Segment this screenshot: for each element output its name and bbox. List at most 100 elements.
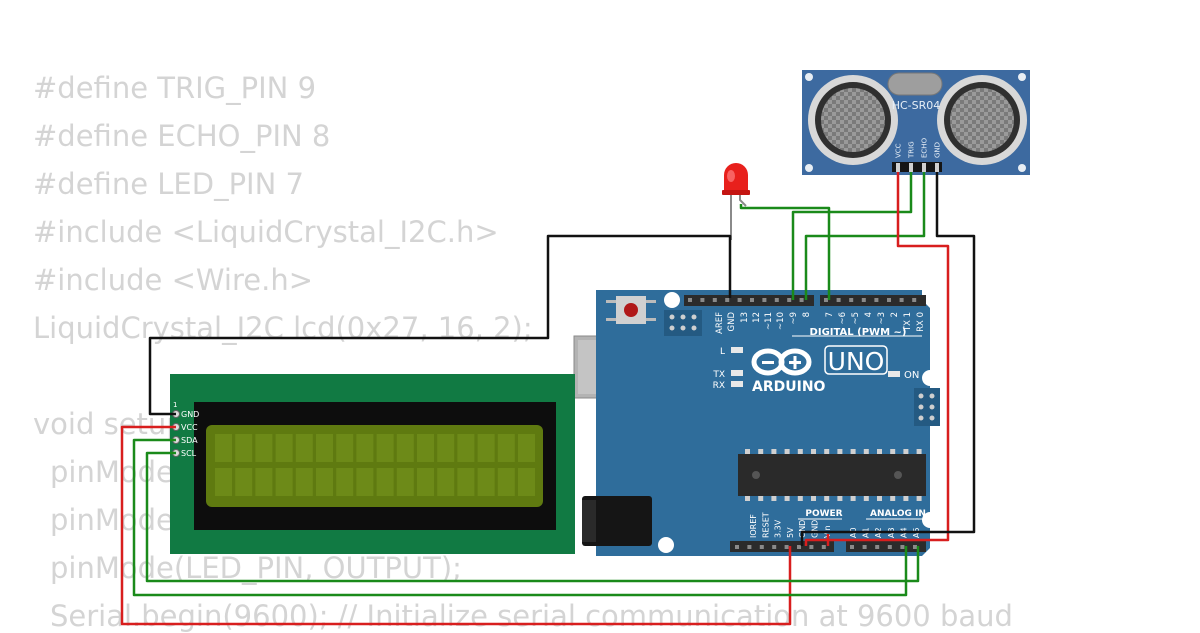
digital-pin-label: RX 0 <box>916 312 926 332</box>
chip-pin <box>863 449 869 455</box>
chip-pin <box>797 495 803 501</box>
sensor-pin[interactable] <box>922 163 926 172</box>
sensor-pin-header <box>892 162 942 172</box>
chip-pin <box>850 449 856 455</box>
lcd-char-cell <box>316 434 333 462</box>
header-pin-hole[interactable] <box>836 298 841 302</box>
digital-pin-label: GND <box>727 312 737 332</box>
header-pin-hole[interactable] <box>913 545 917 549</box>
wire-echo <box>804 172 926 300</box>
led-tx <box>731 370 743 376</box>
wire-sensor-gnd <box>800 172 976 546</box>
wire-trig <box>791 172 913 300</box>
header-pin-hole[interactable] <box>912 298 917 302</box>
header-pin-hole[interactable] <box>887 545 892 549</box>
lcd-char-cell <box>275 468 293 496</box>
header-pin-hole[interactable] <box>759 545 764 549</box>
arduino-brand: ARDUINO <box>752 379 826 395</box>
wire-lcd-scl <box>145 451 920 583</box>
code-line: Serial.begin(9600); // Initialize serial… <box>50 599 1013 633</box>
lcd-char-cell <box>255 434 273 462</box>
header-pin-hole[interactable] <box>787 298 792 302</box>
header-pin-hole[interactable] <box>797 545 801 549</box>
mount-hole <box>658 537 674 553</box>
header-pin-hole[interactable] <box>688 298 692 302</box>
sensor-pin-label: VCC <box>895 143 903 158</box>
header-pin-hole[interactable] <box>849 298 854 302</box>
digital-pin-label: 2 <box>890 312 900 317</box>
lcd-char-cell <box>235 468 253 496</box>
header-pin-hole[interactable] <box>887 298 891 302</box>
chip-pin <box>758 495 764 501</box>
header-pin-hole[interactable] <box>899 298 904 302</box>
lcd-char-cell <box>295 468 313 496</box>
header-pin-hole[interactable] <box>875 545 880 549</box>
lcd-char-cell <box>437 434 455 462</box>
mount-hole <box>664 292 680 308</box>
header-pin-hole[interactable] <box>850 545 854 549</box>
lcd-char-cell <box>336 434 354 462</box>
sensor-pin[interactable] <box>909 163 913 172</box>
lcd-char-cell <box>396 434 414 462</box>
chip-pin <box>850 495 856 501</box>
transducer-left-icon <box>808 75 898 165</box>
lcd-char-cell <box>457 434 475 462</box>
power-header-label: POWER <box>805 509 842 519</box>
header-pin-hole[interactable] <box>725 298 730 302</box>
header-pin-hole[interactable] <box>737 298 742 302</box>
on-led <box>888 371 900 377</box>
header-pin-hole[interactable] <box>750 298 754 302</box>
chip-pin <box>877 495 882 501</box>
digital-pin-label: TX 1 <box>903 312 913 332</box>
sensor-pin[interactable] <box>896 163 900 172</box>
header-pin-hole[interactable] <box>809 545 814 549</box>
chip-pin <box>890 449 896 455</box>
chip-pin <box>863 495 869 501</box>
header-pin-hole[interactable] <box>784 545 789 549</box>
lcd-char-cell <box>518 468 535 496</box>
header-pin-hole[interactable] <box>735 545 739 549</box>
chip-pin <box>811 449 816 455</box>
header-pin-hole[interactable] <box>900 545 905 549</box>
lcd-char-cell <box>275 434 293 462</box>
digital-header-label: DIGITAL (PWM ~) <box>810 327 907 338</box>
led-l <box>731 347 743 353</box>
mount-hole <box>922 370 938 386</box>
lcd-char-cell <box>316 468 333 496</box>
chip-pin <box>758 449 764 455</box>
lcd-char-cell <box>477 434 495 462</box>
header-pin-hole[interactable] <box>762 298 767 302</box>
header-pin-hole[interactable] <box>821 545 826 549</box>
header-pin-hole[interactable] <box>824 298 828 302</box>
uno-label: UNO <box>828 347 885 376</box>
digital-pin-label: 8 <box>802 312 812 317</box>
chip-pin <box>824 449 830 455</box>
header-pin-hole[interactable] <box>874 298 879 302</box>
lcd-char-cell <box>356 468 374 496</box>
header-pin-hole[interactable] <box>747 545 752 549</box>
header-pin-hole[interactable] <box>712 298 717 302</box>
lcd-char-cell <box>518 434 535 462</box>
header-pin-hole[interactable] <box>799 298 804 302</box>
lcd-char-cell <box>497 468 515 496</box>
wire-sensor-vcc <box>804 172 950 546</box>
header-pin-hole[interactable] <box>774 298 779 302</box>
header-pin-hole[interactable] <box>772 545 777 549</box>
header-pin-hole[interactable] <box>862 545 867 549</box>
header-pin-hole[interactable] <box>861 298 866 302</box>
digital-header-left <box>684 295 814 306</box>
lcd-char-cell <box>417 434 434 462</box>
chip-pin <box>824 495 830 501</box>
digital-pin-label: ~3 <box>877 312 887 325</box>
sensor-pin[interactable] <box>935 163 939 172</box>
crystal-oscillator <box>887 72 943 96</box>
code-line: #define ECHO_PIN 8 <box>33 119 331 153</box>
header-pin-hole[interactable] <box>700 298 705 302</box>
led-rx <box>731 381 743 387</box>
lcd-char-cell <box>356 434 374 462</box>
lcd-char-cell <box>255 468 273 496</box>
led-tx-label: TX <box>712 370 725 380</box>
digital-pin-label: ~5 <box>851 312 861 325</box>
